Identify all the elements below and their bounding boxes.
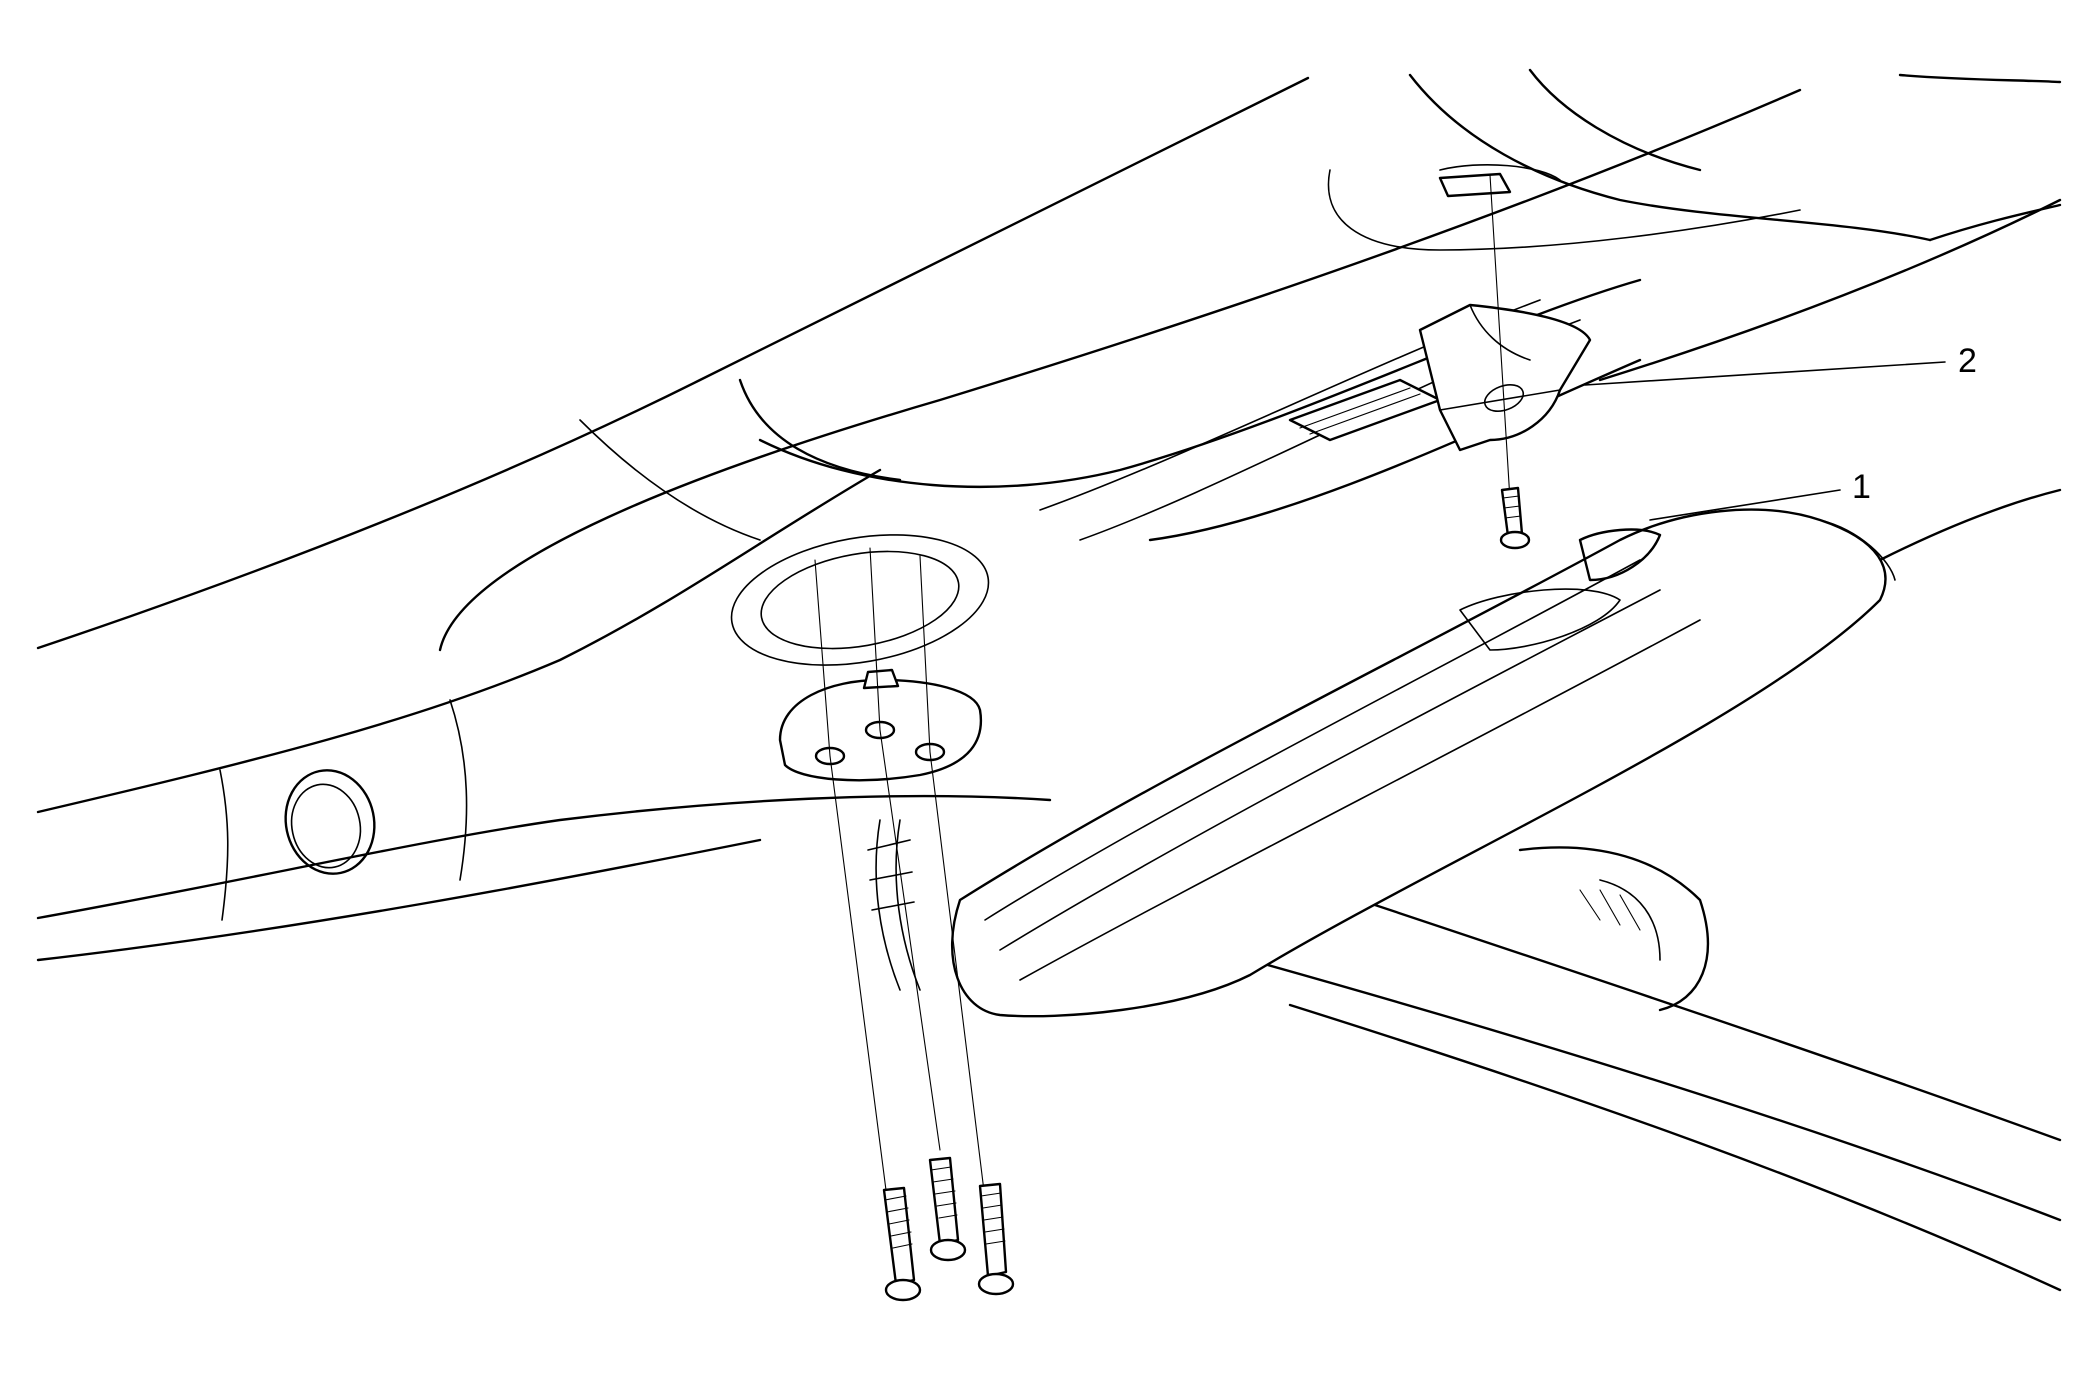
callout-1-label: 1: [1852, 468, 1871, 506]
headliner-panel: [36, 68, 2062, 1292]
callout-leaders: [1584, 361, 1946, 521]
visor-retainer-clip: [1418, 303, 1592, 452]
sunshade-visor: [951, 508, 1896, 1018]
fastener-centerlines: [814, 174, 1511, 1261]
visor-pivot-support: [867, 819, 921, 991]
retainer-clip-screw: [1499, 486, 1531, 550]
visor-screw-right: [977, 1182, 1015, 1296]
headliner-mounting-hole: [284, 769, 376, 875]
visor-mounting-escutcheon: [730, 534, 990, 782]
callout-2-label: 2: [1958, 342, 1977, 380]
overhead-console-recess: [758, 164, 1801, 542]
leader-line-2: [1584, 361, 1946, 386]
leader-line-1: [1649, 489, 1841, 521]
visor-screw-left: [882, 1186, 922, 1302]
visor-screw-center: [928, 1156, 967, 1262]
